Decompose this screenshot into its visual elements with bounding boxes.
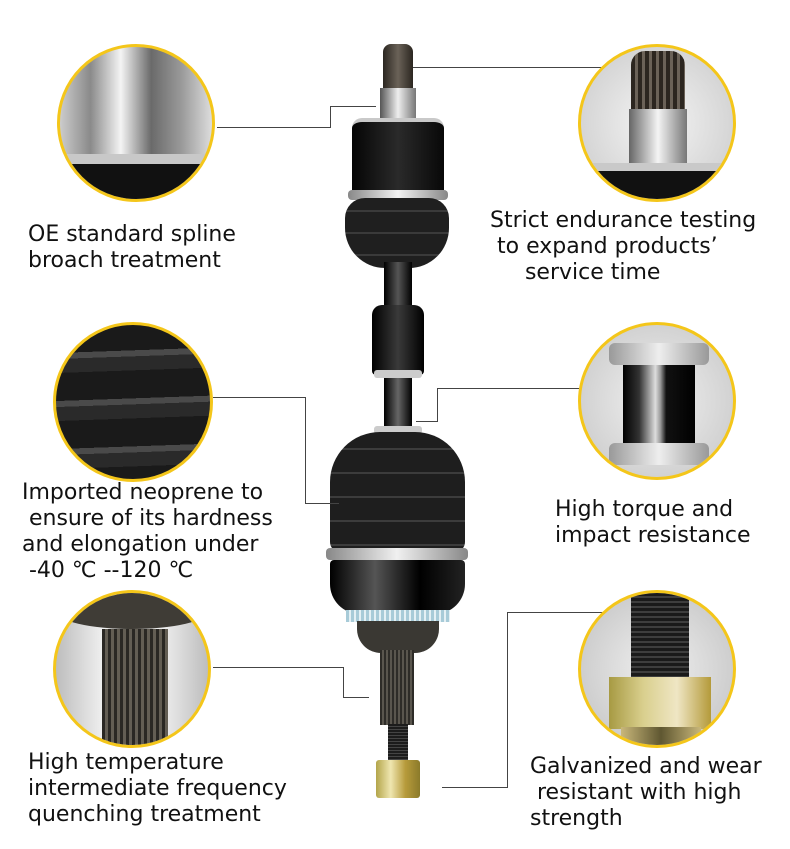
leader-line-5a xyxy=(213,667,344,668)
axle-nut xyxy=(376,760,420,798)
caption-spline-broach: OE standard spline broach treatment xyxy=(28,222,236,273)
nut-detail xyxy=(609,677,711,729)
bell-base xyxy=(56,593,208,629)
detail-circle-galvanized xyxy=(578,590,736,748)
caption-neoprene: Imported neoprene to ensure of its hardn… xyxy=(22,480,273,583)
axle-shaft-lower xyxy=(384,378,412,428)
upper-clamp xyxy=(609,343,709,365)
lower-clamp xyxy=(609,443,709,465)
mid-clamp-lower xyxy=(374,426,422,434)
threaded-stud xyxy=(388,724,408,762)
damper-sleeve xyxy=(372,305,424,375)
detail-circle-neoprene xyxy=(53,322,213,482)
leader-line-4b xyxy=(437,388,438,422)
nut-collar-detail xyxy=(621,727,701,745)
detail-circle-spline-broach xyxy=(57,44,215,202)
axle-shaft-upper xyxy=(384,262,412,312)
outer-cv-housing xyxy=(330,560,465,614)
leader-line-3c xyxy=(305,503,339,504)
shaft-section xyxy=(623,365,695,445)
caption-galvanized: Galvanized and wear resistant with high … xyxy=(530,754,762,831)
housing-top xyxy=(581,163,733,199)
leader-line-4a xyxy=(437,388,582,389)
caption-torque: High torque and impact resistance xyxy=(555,497,751,548)
caption-quenching: High temperature intermediate frequency … xyxy=(28,750,287,827)
leader-line-1a xyxy=(217,127,331,128)
leader-line-6a xyxy=(507,612,607,613)
shaft-neck xyxy=(629,109,687,169)
caption-endurance: Strict endurance testing to expand produ… xyxy=(490,208,757,285)
leader-line-4c xyxy=(416,421,438,422)
detail-circle-torque xyxy=(578,322,736,480)
leader-line-6c xyxy=(442,787,508,788)
leader-line-6b xyxy=(507,612,508,787)
spline-section xyxy=(102,629,168,745)
outer-spline xyxy=(380,650,414,725)
leader-line-1c xyxy=(330,106,376,107)
inner-boot xyxy=(345,198,449,268)
leader-line-5c xyxy=(343,697,369,698)
housing-rim xyxy=(60,154,212,199)
mid-clamp-upper xyxy=(374,370,422,378)
threaded-stud-detail xyxy=(631,593,689,677)
leader-line-3b xyxy=(305,397,306,504)
leader-line-2 xyxy=(413,67,606,68)
leader-line-1b xyxy=(330,106,331,128)
abs-tone-ring xyxy=(346,610,450,622)
spline-tip xyxy=(631,51,685,111)
detail-circle-endurance xyxy=(578,44,736,202)
leader-line-5b xyxy=(343,667,344,697)
inner-band-clamp xyxy=(348,190,448,200)
inner-spline-stub xyxy=(383,44,413,90)
outer-band-clamp xyxy=(326,548,468,560)
detail-circle-quenching xyxy=(53,590,211,748)
outer-boot xyxy=(330,432,465,552)
outer-bell xyxy=(357,621,439,653)
leader-line-3a xyxy=(213,397,306,398)
inner-cv-housing xyxy=(352,118,444,200)
